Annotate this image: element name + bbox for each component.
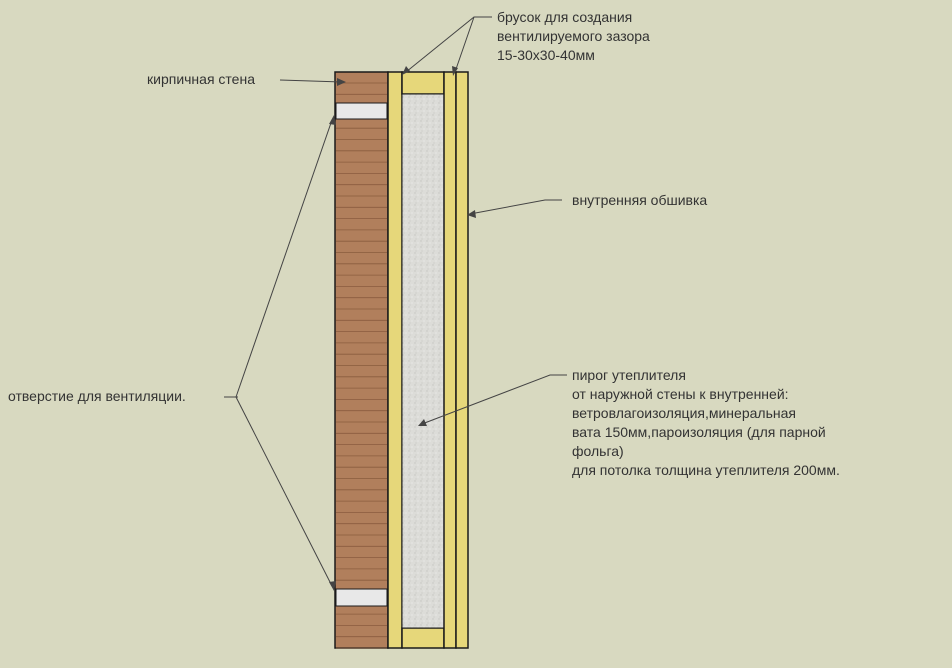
ventilation-batten (443, 71, 457, 649)
label-vent-hole: отверстие для вентиляции. (8, 388, 186, 404)
label-insulation-line-3: ветровлагоизоляция,минеральная (572, 405, 796, 421)
arrow-vent-bottom (329, 581, 336, 591)
arrow-inner-lining (467, 210, 476, 218)
leader-insulation (421, 374, 567, 425)
timber-frame-top (401, 71, 445, 95)
vent-hole-top (335, 102, 388, 120)
label-inner-lining: внутренняя обшивка (572, 192, 708, 208)
label-insulation-line-6: для потолка толщина утеплителя 200мм. (572, 462, 840, 478)
label-batten-line-3: 15-30х30-40мм (497, 47, 595, 63)
label-batten-line-1: брусок для создания (497, 9, 633, 25)
leader-vent-top (235, 119, 333, 398)
arrow-batten-1 (402, 66, 410, 75)
label-insulation-line-5: фольга) (572, 443, 624, 459)
brick-courses (336, 82, 387, 649)
inner-lining (455, 71, 469, 649)
leader-batten-1 (405, 16, 492, 73)
insulation-layer (401, 93, 445, 629)
label-batten: брусок для создания вентилируемого зазор… (497, 8, 650, 65)
timber-frame-bottom (401, 627, 445, 649)
leader-batten-2 (454, 16, 475, 73)
arrow-batten-2 (452, 66, 458, 76)
brick-wall (334, 71, 389, 649)
timber-frame-left (387, 71, 403, 649)
arrow-vent-top (329, 115, 336, 125)
brick-body (334, 71, 389, 649)
vent-hole-bottom (335, 588, 388, 607)
arrow-brick-wall (337, 78, 346, 86)
label-insulation-line-2: от наружной стены к внутренней: (572, 386, 789, 402)
leader-brick-wall (279, 79, 343, 83)
arrow-insulation (418, 419, 427, 426)
label-insulation: пирог утеплителя от наружной стены к вну… (572, 366, 840, 480)
label-batten-line-2: вентилируемого зазора (497, 28, 650, 44)
label-brick-wall: кирпичная стена (147, 71, 255, 87)
label-insulation-line-4: вата 150мм,пароизоляция (для парной (572, 424, 826, 440)
label-insulation-line-1: пирог утеплителя (572, 367, 686, 383)
leader-vent-bottom (235, 396, 333, 587)
leader-inner-lining (469, 199, 562, 215)
outer-timber-frame (387, 71, 445, 649)
